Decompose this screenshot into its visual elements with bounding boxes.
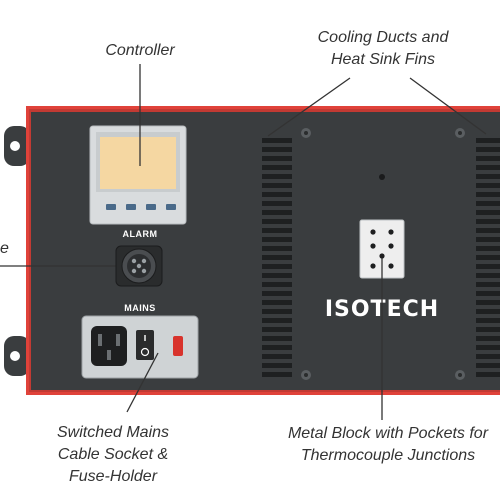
vent-slot [262,318,292,323]
vent-slot [476,264,500,269]
vent-slot [262,138,292,143]
fuse-holder-icon [173,336,183,356]
vent-slot [476,201,500,206]
callout-cooling-line1: Cooling Ducts and [317,29,449,46]
vent-slot [262,291,292,296]
mains-module [81,315,199,379]
vent-slot [476,165,500,170]
callout-switched-line2: Cable Socket & [57,446,169,463]
vent-slot [262,354,292,359]
mounting-ear-top [4,126,30,166]
vent-slot [262,165,292,170]
vent-slot [476,309,500,314]
vent-slot [262,174,292,179]
vent-slot [262,246,292,251]
vent-slot [262,372,292,377]
callout-controller-text: Controller [105,42,175,59]
vent-slot [262,282,292,287]
vent-slot [262,156,292,161]
vent-slot [476,363,500,368]
callout-switched-mains: Switched Mains Cable Socket & Fuse-Holde… [38,422,188,488]
vent-slot [476,273,500,278]
vent-slot [476,156,500,161]
vent-slot [476,354,500,359]
callout-cooling-line2: Heat Sink Fins [330,51,436,68]
controller-display [100,137,176,189]
vent-slot [476,183,500,188]
vent-slot [476,300,500,305]
alarm-label: ALARM [123,229,158,239]
vent-slot [262,363,292,368]
callout-cooling: Cooling Ducts and Heat Sink Fins [290,27,476,71]
vent-slot [476,228,500,233]
controller-button [146,204,156,210]
vent-slot [262,237,292,242]
cooling-vent-right [476,138,500,377]
cooling-vent-left [262,138,292,377]
controller [89,125,187,225]
vent-slot [476,147,500,152]
vent-slot [262,336,292,341]
controller-button [126,204,136,210]
vent-slot [476,219,500,224]
vent-slot [262,228,292,233]
vent-slot [476,192,500,197]
vent-slot [476,246,500,251]
vent-slot [476,210,500,215]
vent-slot [262,192,292,197]
screw [301,128,311,138]
vent-slot [262,210,292,215]
vent-slot [476,336,500,341]
alarm-connector-icon [115,245,163,287]
callout-block-line1: Metal Block with Pockets for [287,425,489,442]
callout-line-cooling-left [267,77,351,137]
controller-button [166,204,176,210]
callout-metal-block: Metal Block with Pockets for Thermocoupl… [276,423,500,467]
screw [301,370,311,380]
vent-slot [262,345,292,350]
vent-slot [262,264,292,269]
vent-slot [262,327,292,332]
panel-hole [379,174,385,180]
vent-slot [262,147,292,152]
controller-button [106,204,116,210]
callout-left-edge: e [0,238,9,260]
vent-slot [476,318,500,323]
vent-slot [476,291,500,296]
callout-controller: Controller [80,40,200,62]
callout-left-edge-text: e [0,240,9,257]
vent-slot [476,138,500,143]
callout-switched-line1: Switched Mains [56,424,170,441]
vent-slot [262,300,292,305]
vent-slot [476,372,500,377]
callout-switched-line3: Fuse-Holder [68,468,158,485]
vent-slot [476,345,500,350]
callout-block-line2: Thermocouple Junctions [300,447,476,464]
vent-slot [476,237,500,242]
power-switch-icon [136,330,154,360]
vent-slot [262,255,292,260]
vent-slot [476,255,500,260]
mains-label: MAINS [124,303,156,313]
vent-slot [476,174,500,179]
vent-slot [262,183,292,188]
vent-slot [262,219,292,224]
vent-slot [476,282,500,287]
vent-slot [262,201,292,206]
vent-slot [476,327,500,332]
vent-slot [262,309,292,314]
screw [455,370,465,380]
vent-slot [262,273,292,278]
callout-line-cooling-right [409,77,487,135]
callout-line-switched [126,352,159,413]
screw [455,128,465,138]
mounting-ear-bottom [4,336,30,376]
